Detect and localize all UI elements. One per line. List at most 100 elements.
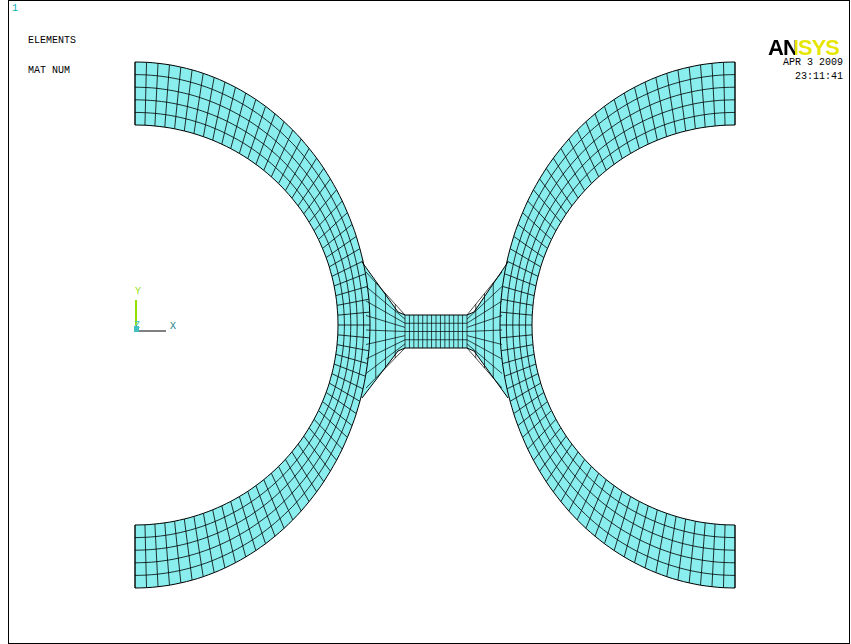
mesh-line bbox=[553, 158, 578, 198]
mesh-line bbox=[604, 106, 622, 158]
mesh-line bbox=[500, 325, 532, 326]
mesh-line bbox=[493, 283, 494, 378]
mesh-line bbox=[165, 523, 170, 585]
mesh-line bbox=[338, 325, 370, 326]
mesh-line bbox=[405, 348, 467, 349]
axis-triad bbox=[134, 300, 166, 332]
mesh-line bbox=[395, 304, 396, 358]
mesh-line bbox=[337, 345, 369, 351]
mesh-line bbox=[222, 87, 236, 144]
mesh-line bbox=[405, 323, 467, 324]
mesh-line bbox=[475, 304, 476, 358]
date-stamp: APR 3 2009 bbox=[783, 58, 843, 68]
mesh-line bbox=[712, 63, 715, 126]
window-frame bbox=[9, 1, 850, 644]
mesh-line bbox=[689, 67, 695, 129]
mesh-line bbox=[701, 65, 706, 127]
mesh-edge bbox=[135, 525, 136, 588]
mesh-line bbox=[155, 524, 158, 587]
mesh-line bbox=[248, 106, 266, 158]
mesh-line bbox=[222, 506, 236, 563]
mesh-line bbox=[501, 299, 533, 305]
mesh-line bbox=[503, 354, 535, 363]
mesh-edge bbox=[135, 62, 136, 125]
mesh-line bbox=[337, 299, 369, 305]
mesh-line bbox=[405, 331, 467, 332]
mesh-line bbox=[145, 525, 147, 588]
mesh-line bbox=[304, 179, 331, 214]
mesh-line bbox=[501, 345, 533, 351]
mesh-line bbox=[292, 452, 317, 492]
mesh-line bbox=[135, 125, 338, 525]
mesh-line bbox=[135, 62, 370, 588]
plot-type: ELEMENTS bbox=[28, 36, 76, 46]
mesh-line bbox=[194, 516, 203, 576]
mesh-line bbox=[135, 87, 357, 563]
mesh-line bbox=[500, 335, 532, 338]
mesh-line bbox=[533, 190, 560, 222]
mesh-line bbox=[326, 392, 356, 413]
mesh-line bbox=[723, 525, 725, 588]
mesh-line bbox=[561, 459, 585, 501]
mesh-line bbox=[635, 87, 649, 144]
mesh-line bbox=[635, 506, 649, 563]
mesh-edge bbox=[735, 525, 736, 588]
axis-label: X bbox=[170, 322, 176, 332]
mesh-line bbox=[595, 486, 614, 537]
mesh-line bbox=[338, 312, 370, 315]
mesh-line bbox=[135, 100, 351, 550]
mesh-line bbox=[519, 100, 735, 550]
x-axis bbox=[136, 331, 166, 332]
mesh-line bbox=[500, 312, 532, 315]
mesh-line bbox=[712, 524, 715, 587]
mesh-line bbox=[546, 444, 572, 482]
mesh-line bbox=[323, 224, 353, 248]
mesh-line bbox=[135, 525, 136, 588]
mesh-line bbox=[165, 65, 170, 127]
mesh-line bbox=[514, 236, 544, 257]
mesh-line bbox=[484, 294, 485, 369]
mesh-edge bbox=[467, 348, 508, 398]
mesh-edge bbox=[362, 262, 405, 315]
mesh-line bbox=[526, 112, 735, 537]
mesh-line bbox=[298, 444, 324, 482]
mesh-line bbox=[309, 428, 336, 460]
arc-region bbox=[135, 62, 370, 588]
mesh-line bbox=[533, 428, 560, 460]
axis-label: Y bbox=[135, 287, 141, 297]
mesh-line bbox=[304, 436, 331, 471]
mesh-line bbox=[155, 63, 158, 126]
mesh-line bbox=[689, 521, 695, 583]
mesh-line bbox=[604, 491, 622, 543]
mesh-line bbox=[184, 70, 192, 131]
mesh-line bbox=[503, 286, 535, 295]
mesh-line bbox=[723, 62, 725, 125]
mesh-line bbox=[175, 521, 181, 583]
fillet-region bbox=[345, 262, 405, 398]
mesh-line bbox=[513, 87, 735, 563]
mesh-line bbox=[506, 75, 735, 576]
mesh-line bbox=[385, 294, 386, 369]
mesh-line bbox=[405, 315, 467, 316]
mesh-edge bbox=[735, 62, 736, 125]
mesh-edge bbox=[362, 348, 405, 398]
mesh-line bbox=[213, 82, 225, 140]
mesh-line bbox=[248, 491, 266, 543]
mesh-line bbox=[285, 148, 309, 190]
mesh-line bbox=[405, 339, 467, 340]
mesh-line bbox=[298, 168, 324, 206]
mesh-line bbox=[135, 75, 364, 576]
mesh-line bbox=[309, 190, 336, 222]
mesh-line bbox=[735, 62, 736, 125]
mesh-line bbox=[285, 459, 309, 501]
mesh-line bbox=[645, 82, 657, 140]
mesh-line bbox=[175, 67, 181, 129]
bridge-region bbox=[405, 315, 467, 348]
arc-region bbox=[500, 62, 735, 588]
mesh-line bbox=[645, 510, 657, 568]
mesh-line bbox=[667, 73, 676, 133]
element-mesh bbox=[135, 62, 735, 588]
mesh-line bbox=[323, 402, 353, 426]
